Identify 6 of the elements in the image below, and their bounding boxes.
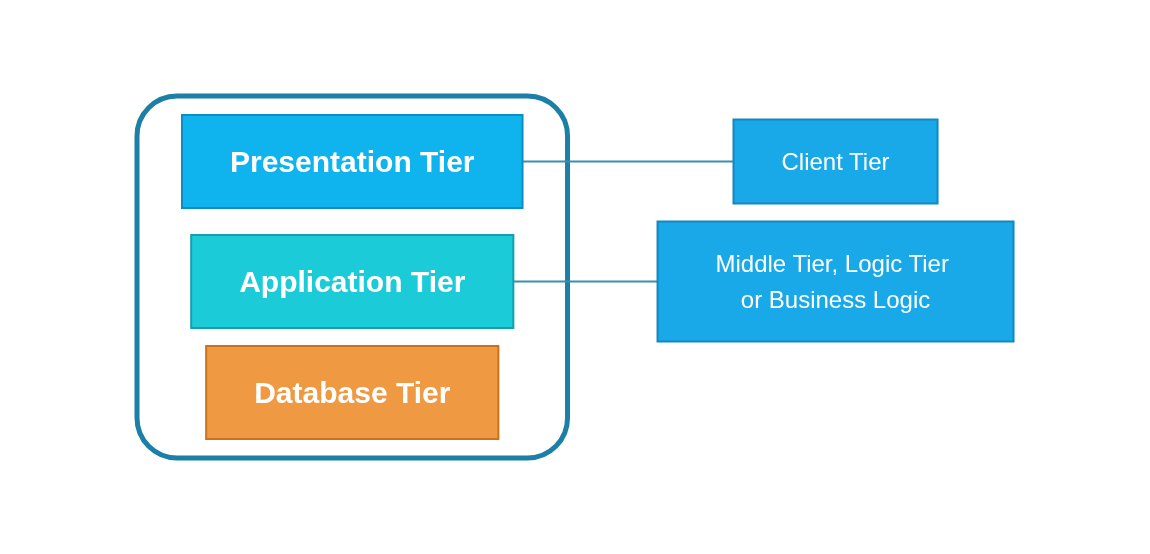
node-box: Application Tier: [189, 234, 515, 329]
node-box: Middle Tier, Logic Tier or Business Logic: [656, 220, 1015, 343]
cluster: [134, 93, 570, 461]
node-box: Client Tier: [732, 118, 939, 205]
node-box: Database Tier: [204, 345, 500, 440]
node-box: Presentation Tier: [180, 114, 524, 209]
